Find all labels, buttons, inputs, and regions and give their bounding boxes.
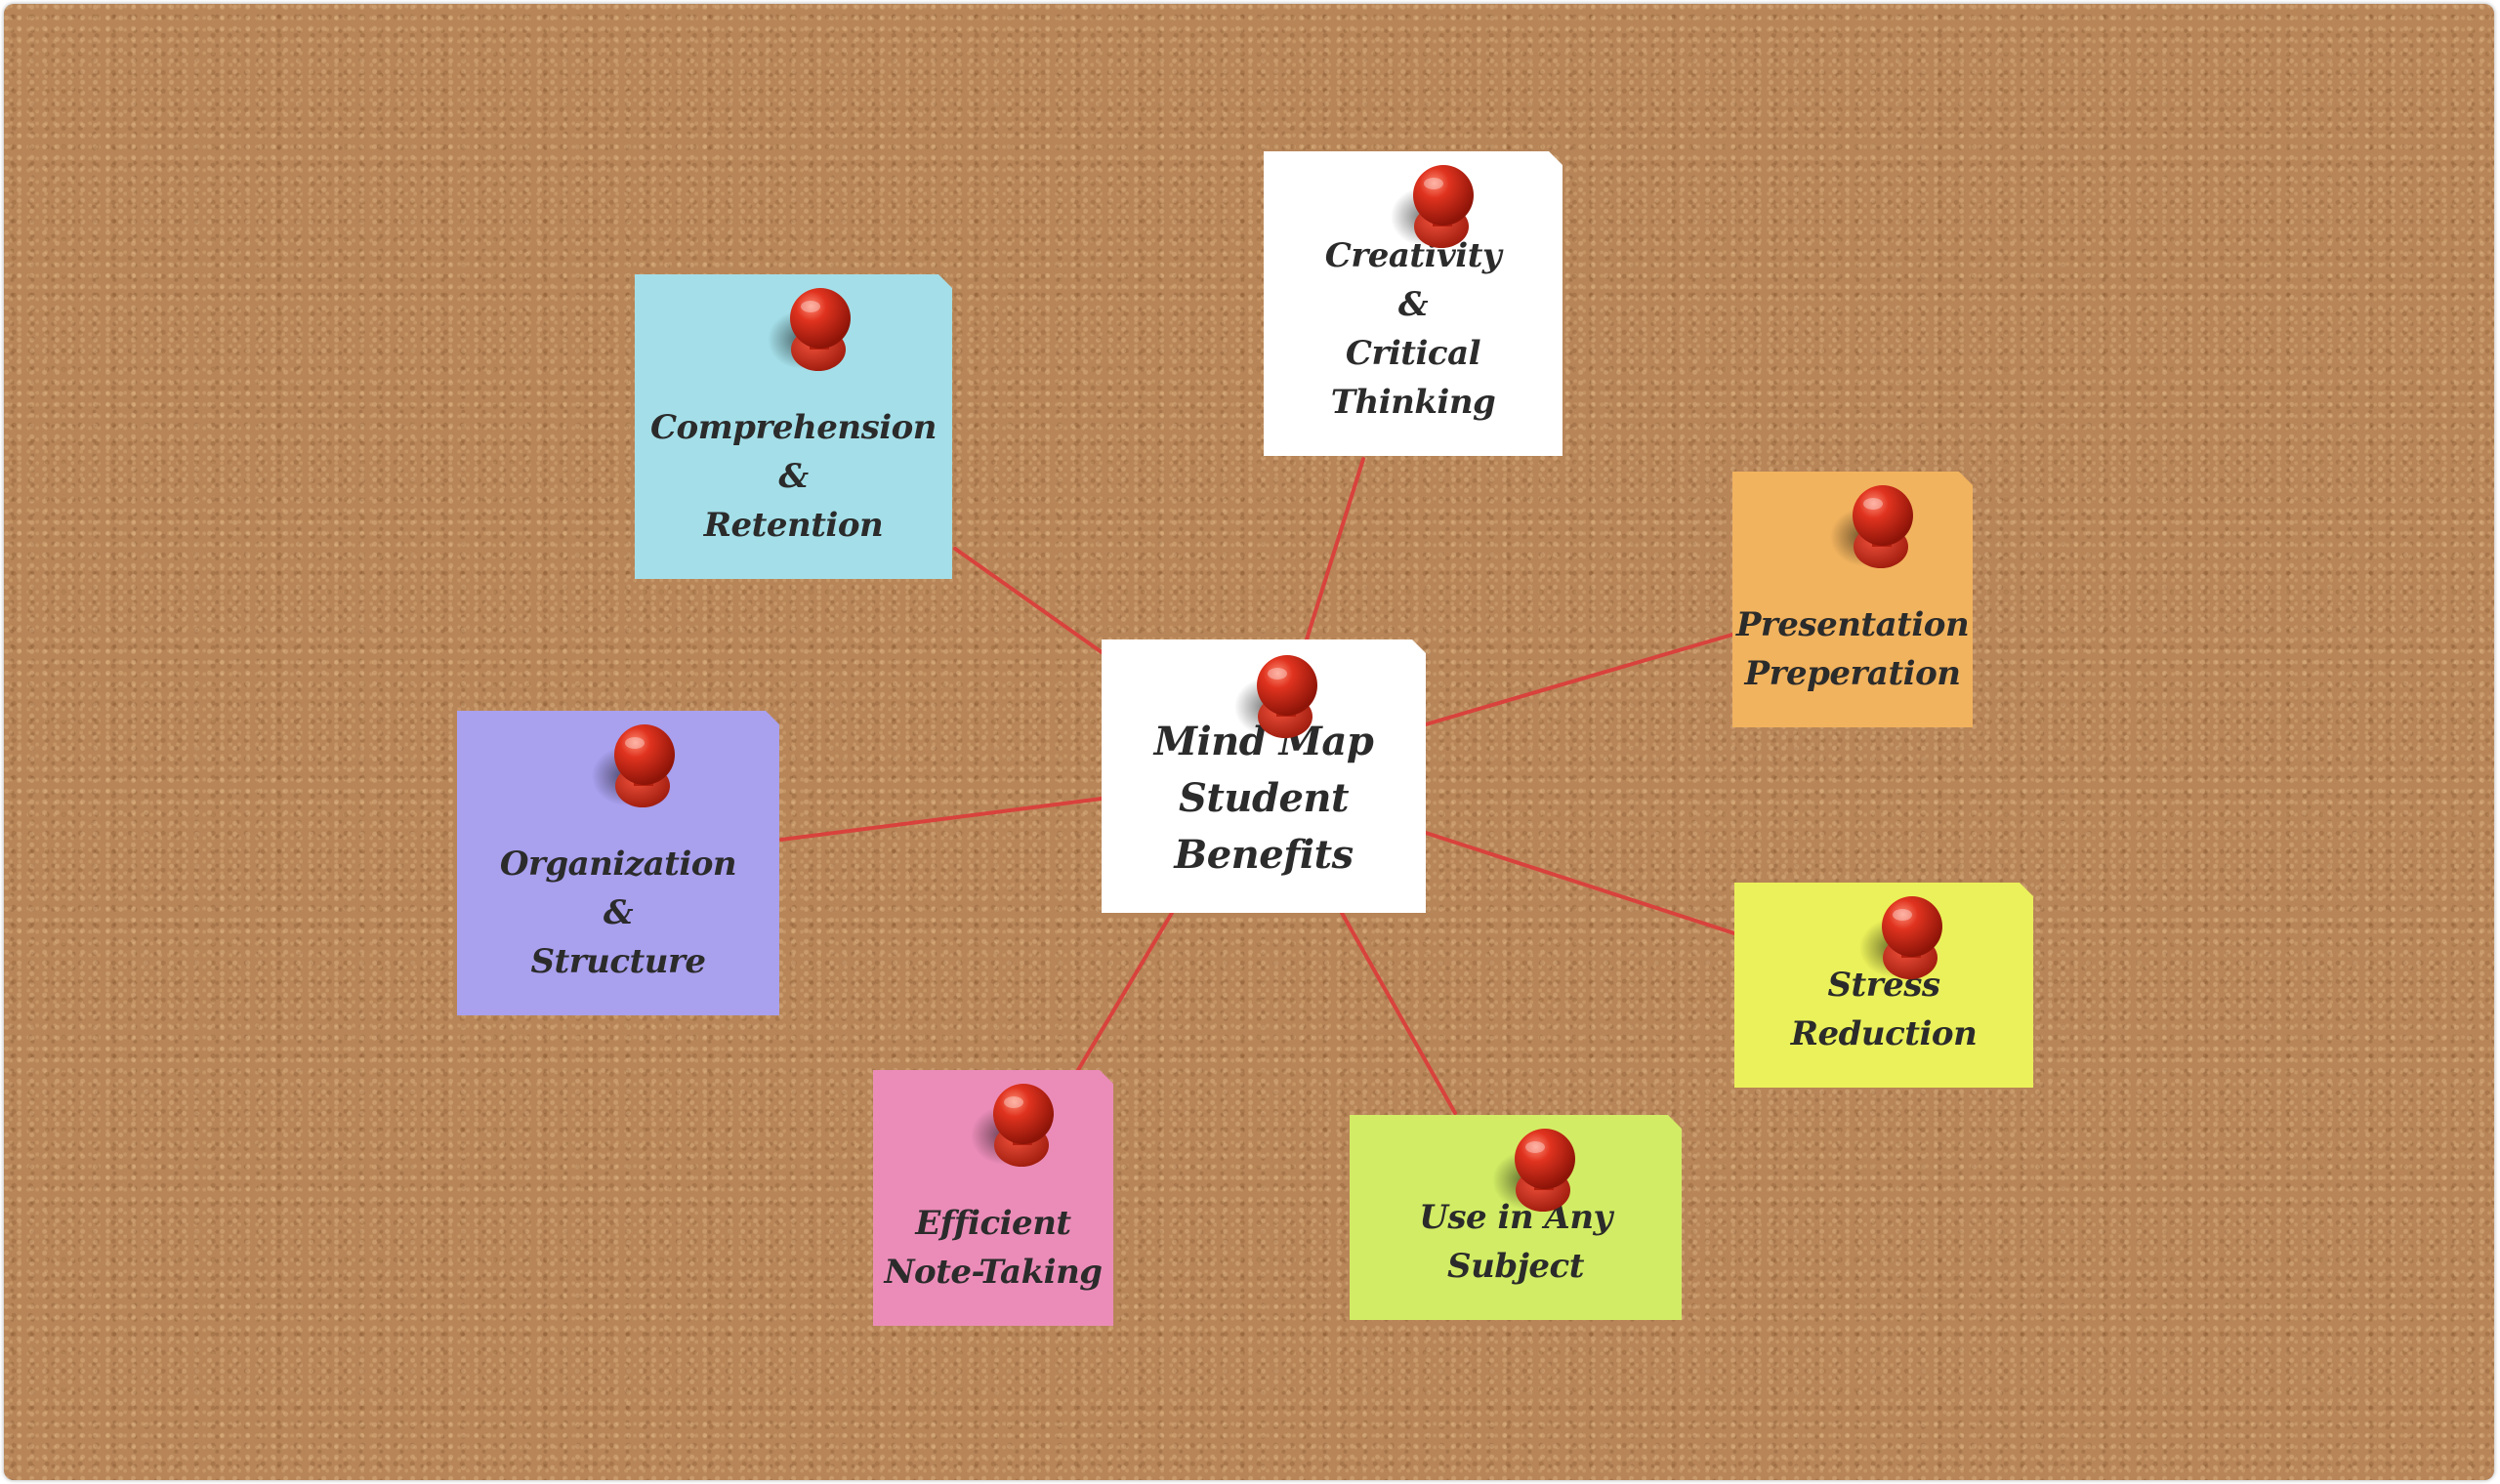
branch-label: Efficient Note-Taking [884,1204,1103,1292]
branch-note-creativity: Creativity & Critical Thinking [1264,151,1562,456]
pushpin-icon [1385,156,1492,264]
branch-label: Creativity & Critical Thinking [1324,236,1502,422]
central-topic-note: Mind Map Student Benefits [1102,639,1426,913]
connector-line [1305,457,1365,641]
connector-line [1424,831,1736,935]
branch-label: Organization & Structure [499,845,737,981]
branch-label: Presentation Preperation [1735,605,1970,693]
connector-line [1424,633,1734,726]
branch-label: Comprehension & Retention [649,408,938,545]
connector-line [779,797,1104,842]
pushpin-icon [586,716,693,823]
connector-line [953,547,1104,654]
pushpin-icon [1229,646,1336,754]
pushpin-icon [1854,887,1961,995]
pushpin-icon [965,1075,1072,1182]
pushpin-icon [1824,476,1932,584]
pushpin-icon [762,279,869,387]
pushpin-icon [1486,1120,1594,1227]
connector-line [1076,911,1174,1072]
connector-line [1340,911,1457,1115]
branch-label: Stress Reduction [1790,966,1978,1053]
branch-note-comprehension: Comprehension & Retention [635,274,952,579]
